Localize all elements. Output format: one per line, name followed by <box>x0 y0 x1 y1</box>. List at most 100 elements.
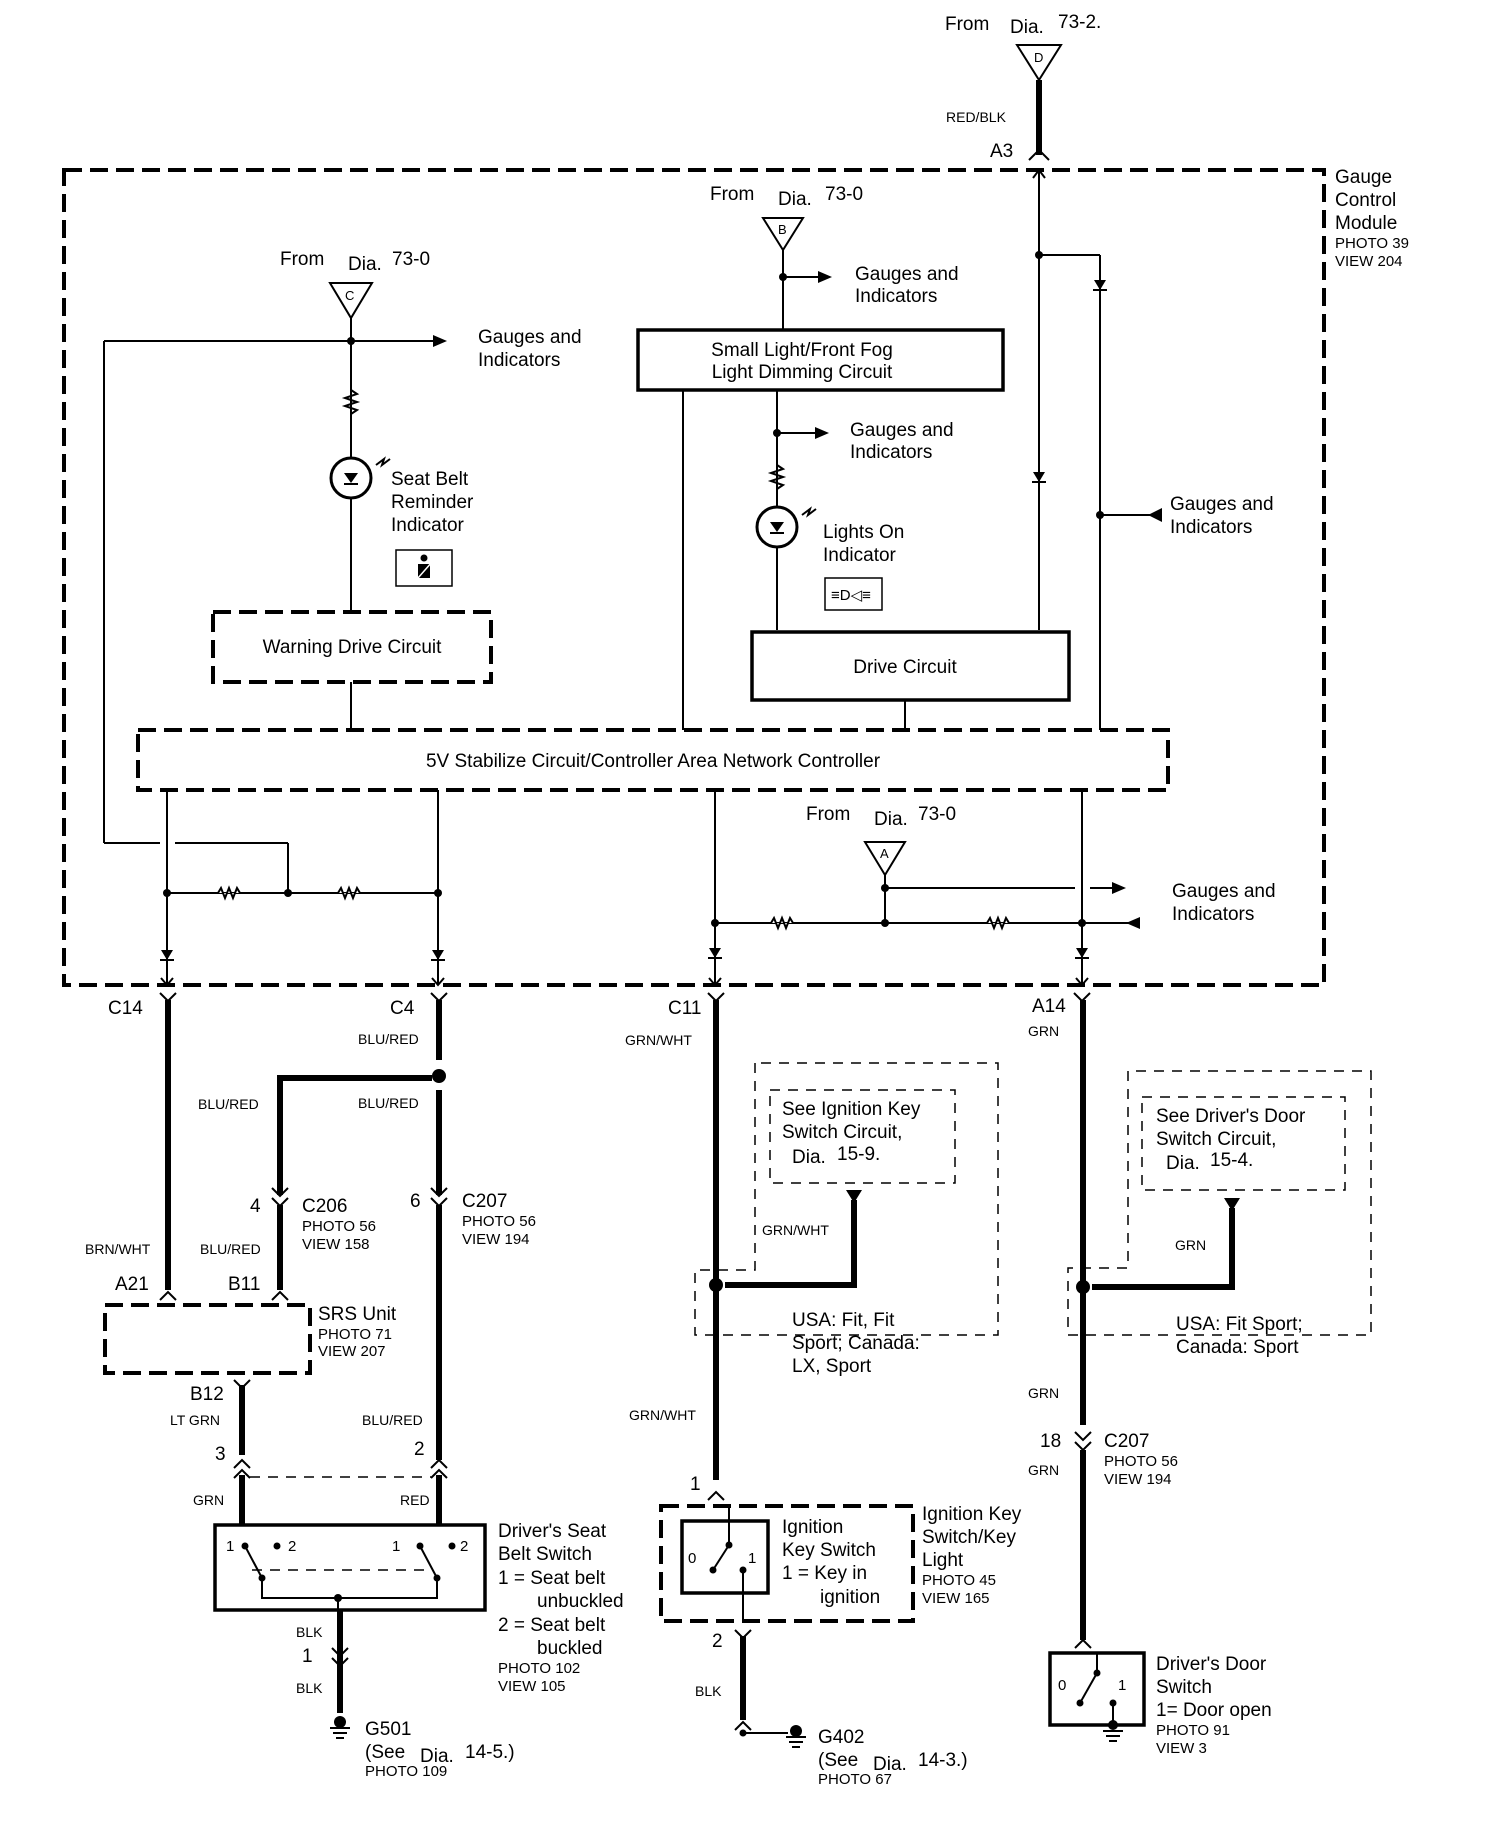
seat-switch-view: VIEW 105 <box>498 1678 566 1695</box>
diode-icon <box>432 950 444 960</box>
g501-dia: Dia. <box>420 1746 454 1767</box>
gcm-name-line1: Gauge <box>1335 167 1392 188</box>
contact-dot <box>448 1542 456 1550</box>
arrow-in-icon <box>1224 1198 1240 1211</box>
wire-label: BLU/RED <box>200 1241 261 1257</box>
door-ref-text: Switch Circuit, <box>1156 1129 1276 1150</box>
source-b-from: From <box>710 184 754 205</box>
splice-dot <box>1076 1280 1090 1294</box>
switch-blade-icon <box>244 1545 263 1579</box>
pin-arrow-icon <box>160 977 174 987</box>
pin-a14: A14 <box>1032 996 1066 1017</box>
pin-b12: B12 <box>190 1384 224 1405</box>
pin-arrow-icon <box>431 977 445 987</box>
seat-switch-state: buckled <box>537 1638 603 1659</box>
wire-label: GRN/WHT <box>629 1407 696 1423</box>
diode-icon <box>1033 472 1045 482</box>
light-emission-icon <box>801 506 817 518</box>
pin-arrow-icon <box>1075 977 1089 987</box>
source-c-letter: C <box>345 288 354 303</box>
seat-switch-pos: 2 <box>288 1538 296 1555</box>
splice-dot <box>432 1069 446 1083</box>
srs-name: SRS Unit <box>318 1304 397 1325</box>
ignition-pin1: 1 <box>690 1474 701 1495</box>
connector-c207-icon <box>1074 1431 1092 1452</box>
source-d-dia: Dia. <box>1010 17 1044 38</box>
g501-photo: PHOTO 109 <box>365 1763 447 1780</box>
led-icon <box>344 473 358 483</box>
warning-drive-label: Warning Drive Circuit <box>263 637 442 658</box>
door-models: Canada: Sport <box>1176 1337 1299 1358</box>
seat-switch-pin2: 2 <box>414 1439 425 1460</box>
resistor-icon <box>986 915 1010 931</box>
source-b: From Dia. 73-0 B <box>710 184 863 252</box>
wire-label: RED <box>400 1492 430 1508</box>
c207b-photo: PHOTO 56 <box>1104 1453 1178 1470</box>
door-models: USA: Fit Sport; <box>1176 1314 1303 1335</box>
ignition-pos1: 1 <box>748 1550 756 1567</box>
srs-view: VIEW 207 <box>318 1343 386 1360</box>
door-pos1: 1 <box>1118 1677 1126 1694</box>
ignition-inner-text: Key Switch <box>782 1540 876 1561</box>
ignition-models: USA: Fit, Fit <box>792 1310 895 1331</box>
wire-label: LT GRN <box>170 1412 220 1428</box>
door-circuit-reference[interactable] <box>1141 1096 1346 1191</box>
headlight-symbol-icon <box>824 577 883 611</box>
source-c-dia: Dia. <box>348 254 382 275</box>
gcm-photo: PHOTO 39 <box>1335 235 1409 252</box>
connector-icon <box>271 1290 289 1301</box>
door-ref-text: See Driver's Door <box>1156 1106 1306 1127</box>
gauges-label: Indicators <box>478 350 560 371</box>
seat-switch-pos: 1 <box>226 1538 234 1555</box>
seat-switch-pos: 1 <box>392 1538 400 1555</box>
connector-c11-icon <box>707 992 725 1003</box>
ignition-view: VIEW 165 <box>922 1590 990 1607</box>
resistor-icon <box>337 885 361 901</box>
source-d: From Dia. 73-2. D RED/BLK A3 <box>945 12 1101 162</box>
switch-blade-icon <box>1079 1672 1098 1704</box>
pin-c14: C14 <box>108 998 143 1019</box>
source-a-from: From <box>806 804 850 825</box>
gauges-label: Indicators <box>1170 517 1252 538</box>
warning-drive-circuit <box>211 610 493 684</box>
junction-dot <box>1078 919 1086 927</box>
junction-dot <box>163 889 171 897</box>
door-pos0: 0 <box>1058 1677 1066 1694</box>
source-b-letter: B <box>778 222 787 237</box>
contact-dot <box>709 1566 717 1574</box>
ignition-models: Sport; Canada: <box>792 1333 920 1354</box>
ignition-name: Ignition Key <box>922 1504 1022 1525</box>
connector-icon <box>707 1490 725 1501</box>
source-d-letter: D <box>1034 50 1043 65</box>
door-switch-name: Switch <box>1156 1677 1212 1698</box>
gauges-label: Gauges and <box>850 420 954 441</box>
connector-c14-icon <box>159 992 177 1003</box>
arrow-in-icon <box>1126 917 1140 929</box>
arrow-out-icon <box>433 335 447 347</box>
seat-switch-state: 2 = Seat belt <box>498 1615 606 1636</box>
arrow-out-icon <box>1112 882 1126 894</box>
wire-label: BLU/RED <box>362 1412 423 1428</box>
c206-pin: 4 <box>250 1196 261 1217</box>
splice-dot <box>709 1278 723 1292</box>
ignition-ref-text: Switch Circuit, <box>782 1122 902 1143</box>
wire-label: GRN <box>1028 1023 1059 1039</box>
wire-label: BLK <box>296 1680 323 1696</box>
ignition-ref-dia: Dia. <box>792 1147 826 1168</box>
gcm-view: VIEW 204 <box>1335 253 1403 270</box>
gauges-label: Gauges and <box>478 327 582 348</box>
diode-icon <box>1076 948 1088 958</box>
g402-ref: 14-3.) <box>918 1750 968 1771</box>
gauges-label: Gauges and <box>1170 494 1274 515</box>
g501-see: (See <box>365 1742 405 1763</box>
a3-arrow-icon <box>1032 168 1046 179</box>
source-b-triangle-icon <box>761 217 805 252</box>
arrow-in-icon <box>846 1190 862 1203</box>
ignition-circuit-reference[interactable] <box>769 1089 956 1184</box>
connector-c4-icon <box>430 992 448 1003</box>
wire-label: BLU/RED <box>358 1095 419 1111</box>
option-region-door <box>1067 1070 1372 1336</box>
ignition-pin2: 2 <box>712 1631 723 1652</box>
gauge-control-module-boundary <box>62 168 1326 987</box>
